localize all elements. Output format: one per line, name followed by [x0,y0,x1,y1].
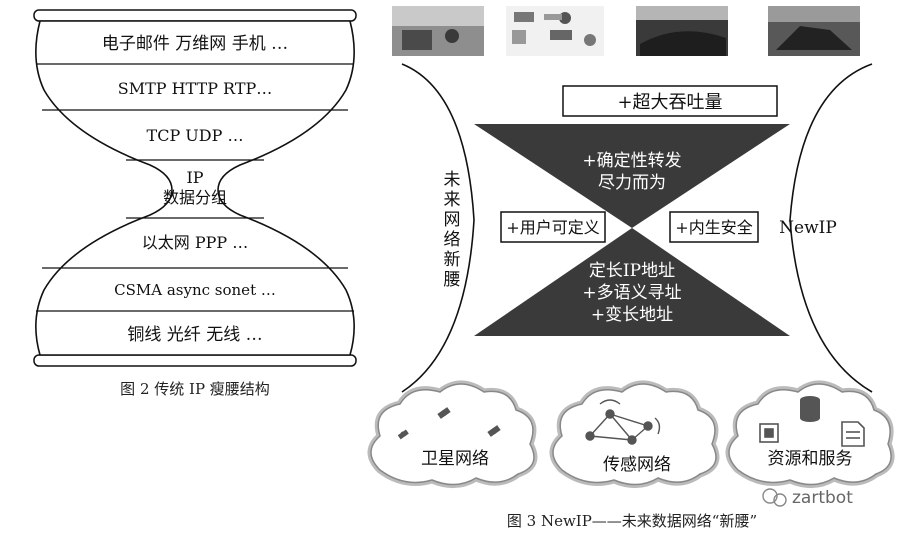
layer-physical: 铜线 光纤 无线 … [127,325,262,345]
lower-triangle-line-3: +变长地址 [591,305,673,325]
caption-figure-3: 图 3 NewIP——未来数据网络“新腰” [507,512,757,530]
cloud-satellite: 卫星网络 [371,384,534,485]
user-definable-label: +用户可定义 [506,218,599,237]
upper-triangle-line-2: 尽力而为 [598,173,666,193]
watermark-text: zartbot [792,488,853,508]
left-curve [402,64,474,392]
photo-thumbnail [768,6,860,56]
layer-mac: CSMA async sonet … [114,281,276,299]
vertical-char: 新 [444,250,461,270]
photo-thumbnail [636,6,728,56]
photo-thumbnail [506,6,604,56]
lower-triangle-line-2: +多语义寻址 [582,283,681,303]
cloud-sensor: 传感网络 [553,384,716,485]
zartbot-watermark: zartbot [763,488,853,508]
layer-application-protocol: SMTP HTTP RTP… [118,79,273,98]
security-label: +内生安全 [675,218,752,237]
satellite-network-label: 卫星网络 [421,449,489,469]
vertical-char: 网 [444,210,461,230]
layer-transport: TCP UDP … [147,126,244,145]
caption-figure-2: 图 2 传统 IP 瘦腰结构 [120,380,270,398]
new-waist-vertical-label: 未 来 网 络 新 腰 [444,170,461,290]
throughput-label: +超大吞吐量 [617,92,722,113]
sensor-network-label: 传感网络 [603,455,671,475]
database-icon [800,396,820,422]
vertical-char: 腰 [444,270,461,290]
layer-ip-packet: 数据分组 [163,188,227,207]
hourglass-bottom-cap [34,355,356,366]
resources-services-label: 资源和服务 [768,449,853,469]
layer-link: 以太网 PPP … [142,233,248,252]
layer-ip: IP [186,168,203,187]
cloud-resources: 资源和服务 [729,384,891,485]
newip-label: NewIP [779,218,837,238]
top-photo-strip [392,6,860,56]
lower-triangle-line-1: 定长IP地址 [589,261,675,281]
hourglass-top-cap [34,10,356,21]
vertical-char: 络 [444,230,461,250]
photo-thumbnail [392,6,484,56]
upper-triangle-line-1: +确定性转发 [582,151,681,171]
layer-application: 电子邮件 万维网 手机 … [102,34,288,54]
vertical-char: 来 [444,190,461,210]
hourglass-diagram: 电子邮件 万维网 手机 … SMTP HTTP RTP… TCP UDP … I… [34,10,356,366]
vertical-char: 未 [444,170,461,190]
